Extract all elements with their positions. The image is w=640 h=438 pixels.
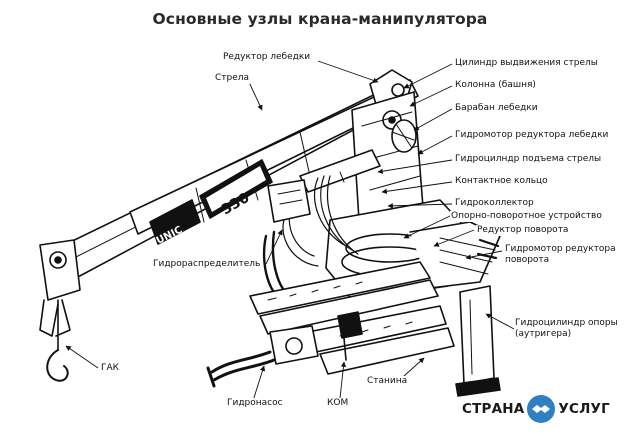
- label-column: Колонна (башня): [454, 80, 537, 91]
- leader-lines: [65, 60, 515, 405]
- label-outrigger-cylinder: Гидроцилиндр опоры (аутригера): [514, 318, 628, 340]
- label-lift-cylinder: Гидроцилндр подъема стрелы: [454, 154, 603, 165]
- label-frame: Станина: [366, 376, 409, 387]
- label-slew-motor: Гидромотор редуктора поворота: [504, 244, 634, 266]
- boom-model-plate: [199, 159, 273, 219]
- handshake-icon: [527, 395, 556, 423]
- page-title: Основные узлы крана-манипулятора: [152, 10, 488, 28]
- label-winch-reducer: Редуктор лебедки: [222, 52, 312, 63]
- winch-drum: [391, 119, 417, 153]
- label-slew-reducer: Редуктор поворота: [476, 225, 570, 236]
- label-winch-motor: Гидромотор редуктора лебедки: [454, 130, 610, 141]
- brand-right-text: УСЛУГ: [558, 401, 610, 417]
- boom-badge-plate: [149, 199, 201, 245]
- label-pto: КОМ: [326, 398, 350, 409]
- label-winch-drum: Барабан лебедки: [454, 103, 539, 114]
- hook-block: [39, 239, 81, 382]
- pump-unit: [206, 325, 319, 388]
- brand-watermark: СТРАНА УСЛУГ: [462, 394, 610, 424]
- label-slip-ring: Контактное кольцо: [454, 176, 549, 187]
- label-pump: Гидронасос: [226, 398, 284, 409]
- label-hook: ГАК: [100, 363, 121, 374]
- label-hydro-collector: Гидроколлектор: [454, 198, 535, 209]
- label-slew-bearing: Опорно-поворотное устройство: [450, 211, 603, 222]
- frame-beams: [249, 261, 455, 375]
- outrigger-leg: [455, 285, 501, 397]
- label-boom: Стрела: [214, 73, 251, 84]
- pto-unit: [337, 311, 363, 361]
- label-boom-ext-cylinder: Цилиндр выдвижения стрелы: [454, 58, 599, 69]
- label-distributor: Гидрораспределитель: [152, 259, 262, 270]
- brand-left-text: СТРАНА: [462, 401, 525, 417]
